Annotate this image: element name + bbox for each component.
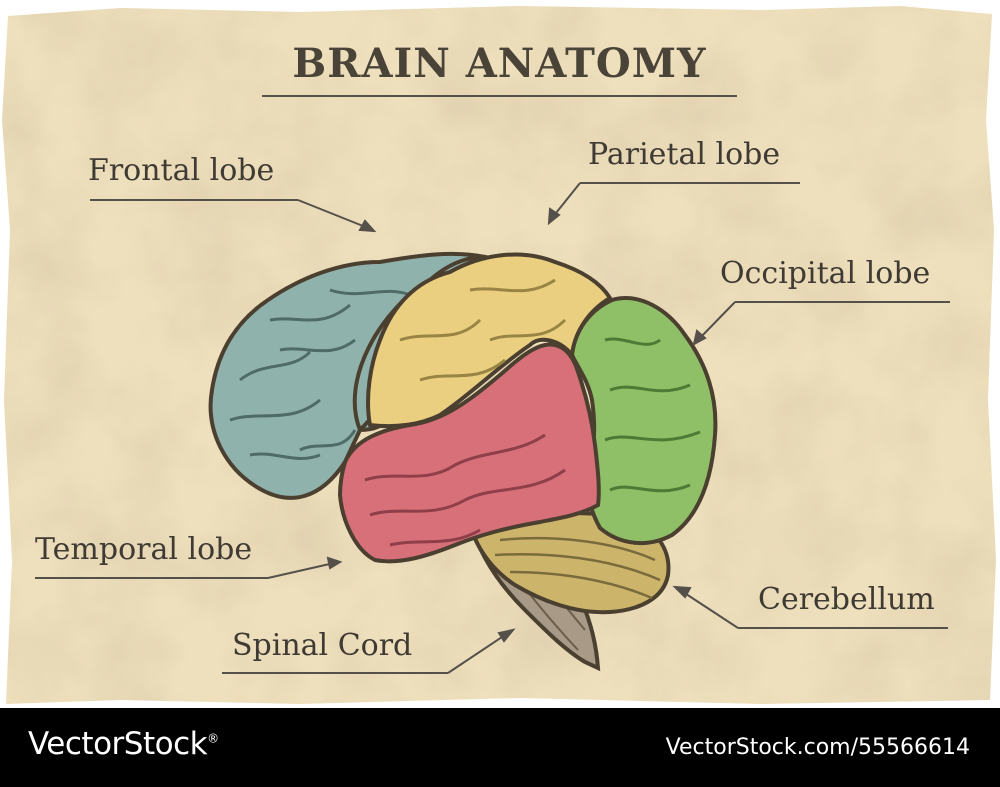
label-occipital-lobe: Occipital lobe — [720, 256, 931, 291]
title-underline — [262, 95, 737, 97]
brand-name: VectorStock — [28, 726, 208, 762]
temporal-lobe-gyri — [364, 433, 566, 547]
image-url: VectorStock.com/55566614 — [665, 735, 970, 760]
label-parietal-lobe: Parietal lobe — [588, 137, 781, 172]
pointer-spinal-cord — [222, 628, 516, 674]
watermark-bar — [0, 708, 1000, 787]
occipital-lobe-gyri — [604, 337, 701, 493]
brain-illustration — [35, 182, 950, 674]
diagram-title: BRAIN ANATOMY — [292, 40, 707, 87]
temporal-lobe-shape — [337, 342, 601, 564]
parietal-lobe-gyri — [399, 278, 567, 382]
label-frontal-lobe: Frontal lobe — [88, 153, 275, 188]
pointer-temporal — [35, 556, 343, 579]
label-spinal-cord: Spinal Cord — [232, 628, 413, 663]
cerebellum-folds — [494, 536, 661, 600]
pointer-occipital — [692, 301, 950, 346]
label-cerebellum: Cerebellum — [758, 582, 935, 617]
pointer-frontal — [90, 199, 377, 233]
frontal-lobe-gyri — [229, 288, 411, 460]
brand-logo: VectorStock® — [28, 726, 219, 762]
brand-registered-mark: ® — [207, 731, 219, 746]
label-temporal-lobe: Temporal lobe — [35, 532, 253, 567]
pointer-cerebellum — [672, 585, 948, 629]
pointer-parietal — [547, 182, 800, 226]
